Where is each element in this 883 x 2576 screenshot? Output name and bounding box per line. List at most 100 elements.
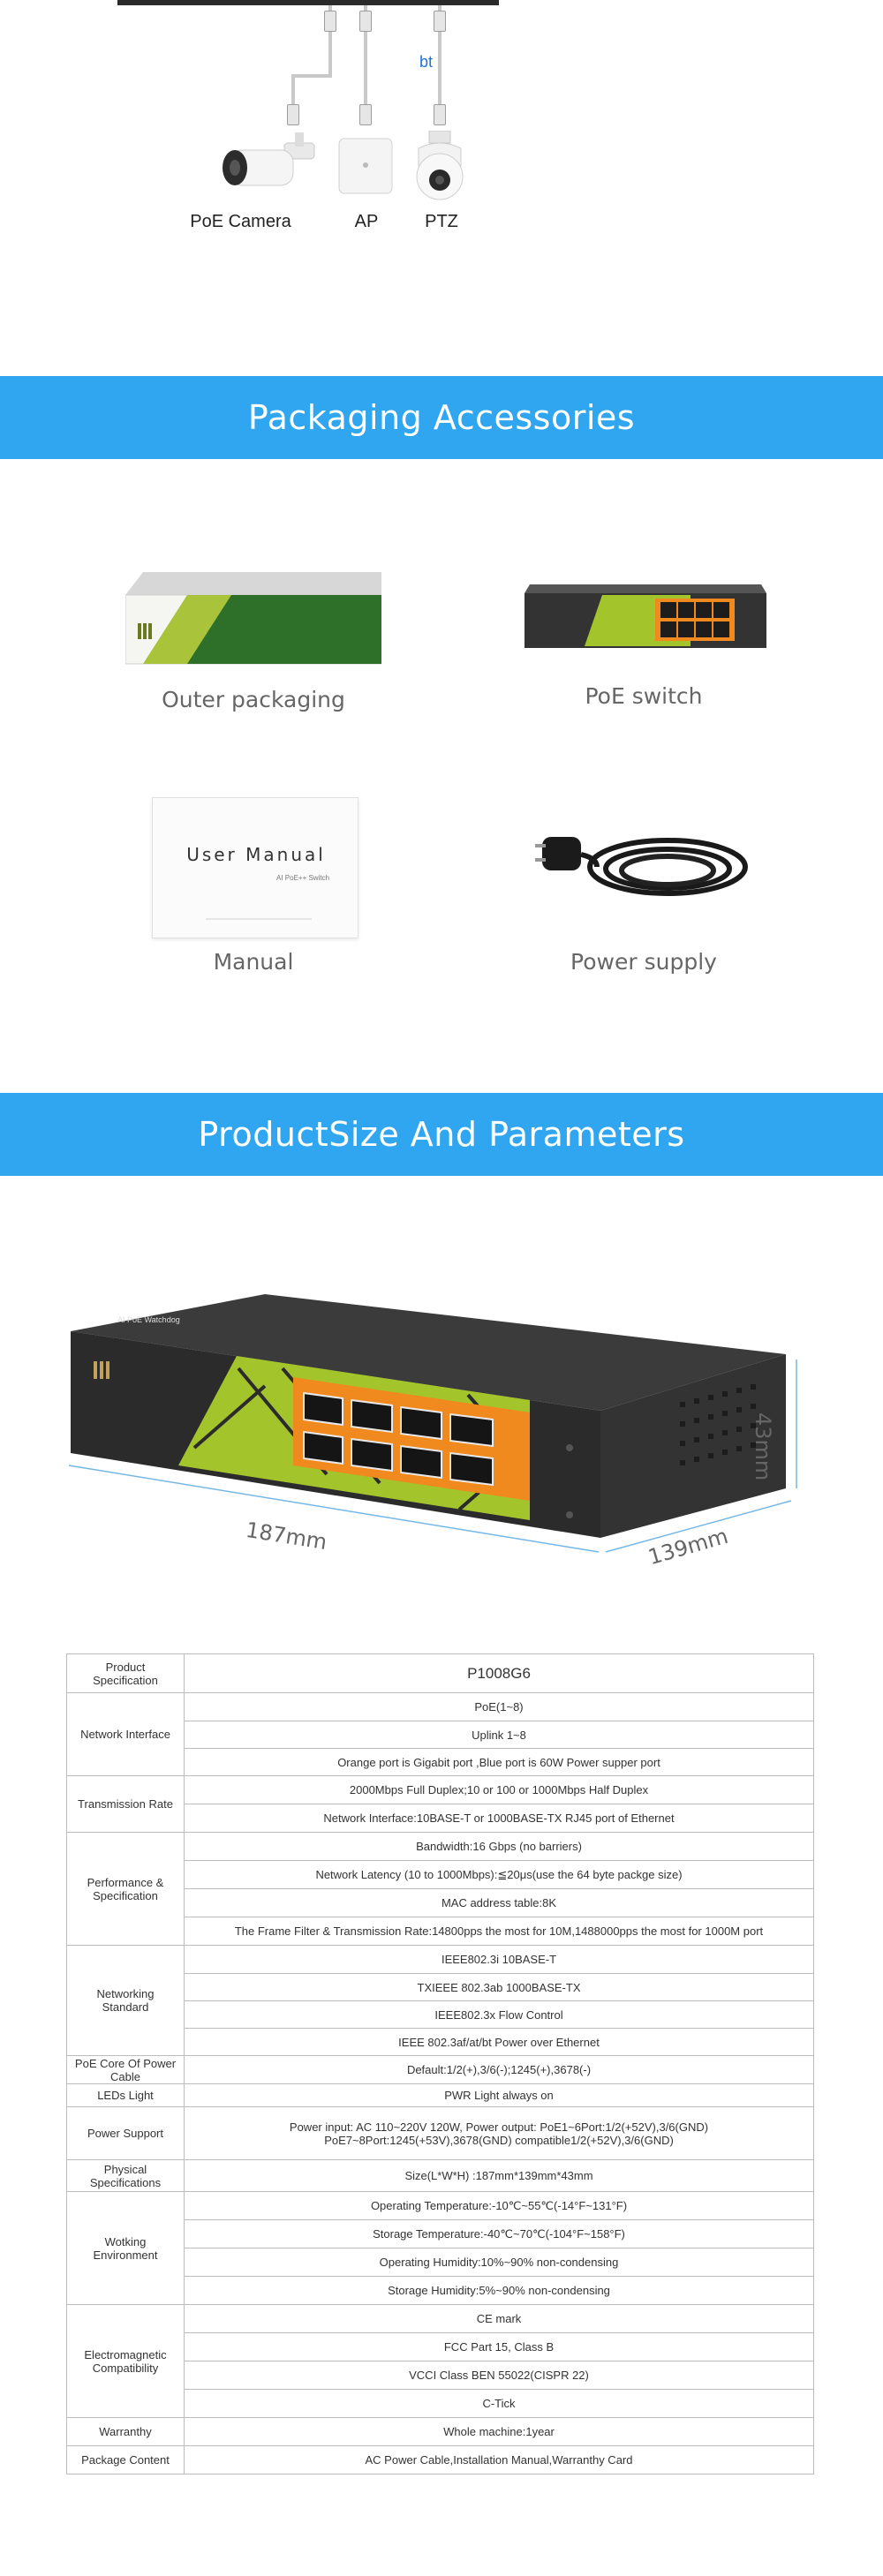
switch-product-image: [68, 1294, 797, 1553]
caption-manual: Manual: [213, 949, 294, 975]
spec-label: Product Specification: [66, 1653, 185, 1693]
section-title: ProductSize And Parameters: [198, 1115, 685, 1154]
spec-value: VCCI Class BEN 55022(CISPR 22): [184, 2361, 814, 2390]
rj45-connector-icon: [434, 11, 446, 32]
rj45-connector-icon: [434, 104, 446, 125]
spec-label: Warranthy: [66, 2417, 185, 2446]
spec-value: Bandwidth:16 Gbps (no barriers): [184, 1832, 814, 1861]
spec-value: CE mark: [184, 2304, 814, 2333]
spec-value: Orange port is Gigabit port ,Blue port i…: [184, 1748, 814, 1776]
box-icon: [125, 572, 381, 665]
spec-value: The Frame Filter & Transmission Rate:148…: [184, 1917, 814, 1946]
caption-poe-switch: PoE switch: [585, 683, 703, 709]
rj45-connector-icon: [359, 11, 372, 32]
ptz-camera-icon: [416, 131, 464, 200]
spec-value: PWR Light always on: [184, 2083, 814, 2107]
cable-camera: [328, 5, 332, 76]
spec-label: Physical Specifications: [66, 2159, 185, 2192]
section-banner-product: ProductSize And Parameters: [0, 1093, 883, 1176]
manual-icon: User Manual AI PoE++ Switch: [152, 797, 358, 938]
spec-value: P1008G6: [184, 1653, 814, 1693]
spec-value: MAC address table:8K: [184, 1888, 814, 1917]
spec-row: The Frame Filter & Transmission Rate:148…: [67, 1917, 814, 1946]
spec-value: Default:1/2(+),3/6(-);1245(+),3678(-): [184, 2055, 814, 2084]
manual-footer-line: [206, 918, 312, 920]
switch-bottom-edge: [117, 0, 499, 5]
spec-label: Wotking Environment: [66, 2191, 185, 2305]
section-banner-packaging: Packaging Accessories: [0, 376, 883, 459]
spec-value: Power input: AC 110~220V 120W, Power out…: [184, 2106, 814, 2160]
spec-label: Power Support: [66, 2106, 185, 2160]
spec-row: Storage Temperature:-40℃~70℃(-104°F~158°…: [67, 2219, 814, 2248]
spec-value: PoE(1~8): [184, 1692, 814, 1721]
spec-value: Network Interface:10BASE-T or 1000BASE-T…: [184, 1804, 814, 1833]
spec-value: C-Tick: [184, 2389, 814, 2418]
device-label-camera: PoE Camera: [190, 212, 291, 231]
spec-value: AC Power Cable,Installation Manual,Warra…: [184, 2445, 814, 2474]
spec-label: Performance & Specification: [66, 1832, 185, 1946]
bullet-camera-icon: [223, 132, 315, 186]
spec-label: Networking Standard: [66, 1945, 185, 2056]
spec-label: Network Interface: [66, 1692, 185, 1776]
spec-row: Network Interface:10BASE-T or 1000BASE-T…: [67, 1804, 814, 1833]
spec-value: Storage Temperature:-40℃~70℃(-104°F~158°…: [184, 2219, 814, 2248]
spec-value: Storage Humidity:5%~90% non-condensing: [184, 2276, 814, 2305]
manual-cover-subtitle: AI PoE++ Switch: [276, 874, 330, 882]
rj45-connector-icon: [359, 104, 372, 125]
switch-icon: [525, 584, 766, 648]
spec-row: VCCI Class BEN 55022(CISPR 22): [67, 2361, 814, 2390]
spec-value: IEEE802.3x Flow Control: [184, 2000, 814, 2029]
spec-value: Uplink 1~8: [184, 1721, 814, 1749]
spec-label: Transmission Rate: [66, 1775, 185, 1833]
spec-row: Operating Humidity:10%~90% non-condensin…: [67, 2248, 814, 2277]
spec-row: Orange port is Gigabit port ,Blue port i…: [67, 1748, 814, 1776]
spec-value: Whole machine:1year: [184, 2417, 814, 2446]
access-point-icon: [338, 138, 393, 194]
manual-cover-title: User Manual: [186, 844, 326, 865]
rj45-connector-icon: [287, 104, 299, 125]
device-label-ptz: PTZ: [425, 212, 458, 231]
power-cord-icon: [535, 837, 748, 896]
spec-row: Storage Humidity:5%~90% non-condensing: [67, 2276, 814, 2305]
spec-label: PoE Core Of Power Cable: [66, 2055, 185, 2084]
spec-label: Electromagnetic Compatibility: [66, 2304, 185, 2418]
spec-row: FCC Part 15, Class B: [67, 2332, 814, 2361]
caption-power-supply: Power supply: [570, 949, 717, 975]
poe-standard-label: bt: [419, 53, 434, 71]
spec-value: IEEE 802.3af/at/bt Power over Ethernet: [184, 2028, 814, 2056]
spec-value: TXIEEE 802.3ab 1000BASE-TX: [184, 1973, 814, 2001]
spec-row: TXIEEE 802.3ab 1000BASE-TX: [67, 1973, 814, 2001]
spec-row: IEEE 802.3af/at/bt Power over Ethernet: [67, 2028, 814, 2056]
rj45-connector-icon: [324, 11, 336, 32]
spec-value: Network Latency (10 to 1000Mbps):≦20μs(u…: [184, 1860, 814, 1889]
spec-label: LEDs Light: [66, 2083, 185, 2107]
cable-ap: [364, 5, 367, 116]
spec-value: FCC Part 15, Class B: [184, 2332, 814, 2361]
section-title: Packaging Accessories: [247, 398, 636, 437]
device-label-ap: AP: [354, 212, 379, 231]
spec-value: 2000Mbps Full Duplex;10 or 100 or 1000Mb…: [184, 1775, 814, 1804]
spec-value: IEEE802.3i 10BASE-T: [184, 1945, 814, 1974]
caption-outer-packaging: Outer packaging: [162, 687, 345, 712]
dimension-height: 43mm: [751, 1412, 775, 1481]
switch-front-text: AI PoE Watchdog: [117, 1315, 180, 1324]
cable-camera-bend: [293, 74, 332, 78]
spec-value: Size(L*W*H) :187mm*139mm*43mm: [184, 2159, 814, 2192]
spec-value: Operating Humidity:10%~90% non-condensin…: [184, 2248, 814, 2277]
spec-label: Package Content: [66, 2445, 185, 2474]
cable-camera-drop: [291, 74, 295, 117]
spec-row: IEEE802.3x Flow Control: [67, 2000, 814, 2029]
spec-row: Network Latency (10 to 1000Mbps):≦20μs(u…: [67, 1860, 814, 1889]
